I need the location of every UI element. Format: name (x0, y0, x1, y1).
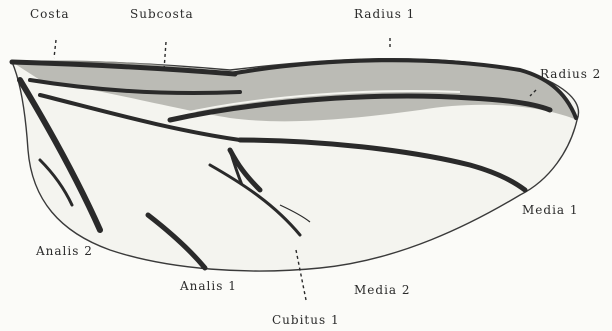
radius-1-label: Radius 1 (354, 7, 415, 21)
radius-2-label: Radius 2 (540, 67, 601, 81)
costa-label: Costa (30, 7, 70, 21)
analis-2-label: Analis 2 (36, 244, 93, 258)
analis-1-label: Analis 1 (180, 279, 237, 293)
cubitus-1-label: Cubitus 1 (272, 313, 340, 327)
media-1-label: Media 1 (522, 203, 579, 217)
costa-pointer (54, 40, 56, 58)
media-2-label: Media 2 (354, 283, 411, 297)
subcosta-label: Subcosta (130, 7, 194, 21)
